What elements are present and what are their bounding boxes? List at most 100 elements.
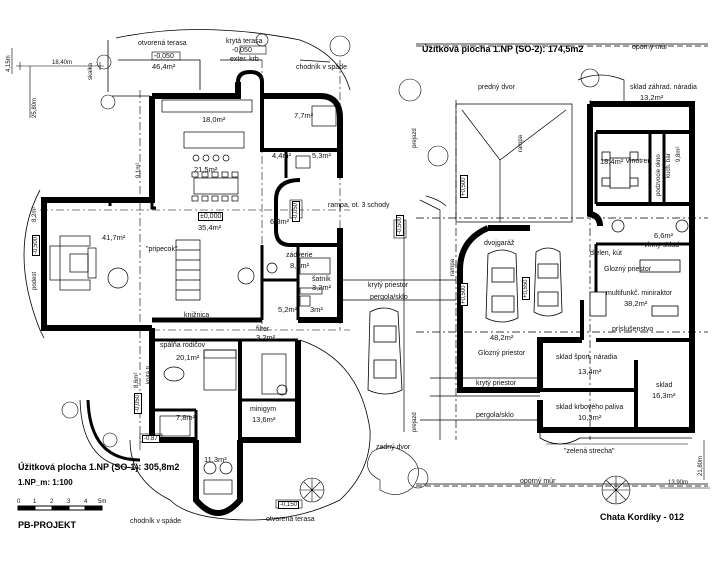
label-level-500: +0,500	[460, 175, 468, 198]
label-room-9: 9,1m²	[136, 162, 142, 178]
label-level-terrace-top: -0,050	[154, 53, 174, 60]
label-room-86: 8,6m²	[134, 372, 140, 388]
label-rampa: rampa, ot. 3 schody	[328, 202, 390, 209]
right-plan-title: Úžitková plocha 1.NP (SO-2): 174,5m2	[422, 44, 584, 54]
project-name: Chata Kordíky - 012	[600, 512, 685, 522]
label-spalna: spálňa rodičov	[160, 342, 206, 349]
label-room-32b: 3,2m²	[256, 333, 276, 342]
label-prislusenstvo: príslušenstvo	[612, 326, 654, 333]
label-predny-dvor: predný dvor	[478, 84, 515, 91]
scale-tick-2: 2	[50, 499, 54, 505]
label-chodnik-top: chodník v spáde	[296, 64, 347, 71]
label-glozny: Glozný priestor	[604, 266, 652, 273]
label-sklad-sport: sklad šport. náradia	[556, 354, 618, 361]
label-satnik: šatník	[312, 276, 331, 283]
label-zadny-dvor: zadný dvor	[376, 444, 411, 451]
car-left	[367, 307, 403, 395]
label-level-rampa: -0,500	[396, 214, 404, 236]
label-filter: filter	[256, 326, 270, 333]
label-room-201: 20,1m²	[176, 353, 200, 362]
label-multifunk: multifunkč. miniraktor	[606, 290, 673, 297]
label-level-8: -0,500	[32, 234, 40, 256]
dimension-lines	[11, 48, 710, 489]
scale-tick-4: 4	[84, 499, 88, 505]
label-pergola-right: pergola/sklo	[476, 412, 514, 419]
label-room-32a: 3,2m²	[312, 283, 332, 292]
label-kryta-terasa: krytá terasa	[226, 38, 263, 45]
scale-tick-1: 1	[33, 499, 37, 505]
scale-tick-0: 0	[17, 499, 21, 505]
label-level-550: +0,550	[522, 277, 530, 300]
label-podzemne-okno: podzvocie okno	[656, 154, 662, 196]
label-podest: podest	[32, 271, 38, 290]
label-prejazd-top: prejazd	[412, 128, 418, 148]
label-dim-left: 25,80m	[32, 97, 38, 118]
label-glozny-2: Glozný priestor	[478, 350, 526, 357]
label-level-bottom: -0,150	[278, 501, 300, 509]
label-room-44: 4,4m²	[272, 151, 292, 160]
label-room-kitchen: 18,0m²	[202, 115, 226, 124]
label-dim-right: 21,80m	[698, 455, 704, 476]
right-site-lines	[342, 43, 708, 487]
label-kniznica: knižnica	[184, 312, 210, 319]
label-dielen: dielen, kút	[590, 250, 622, 257]
label-area-132: 13,2m²	[640, 93, 664, 102]
label-room-78: 7,8m²	[176, 413, 196, 422]
label-room-136: 13,6m²	[252, 415, 276, 424]
label-kryty-priestor-left: krytý priestor	[368, 282, 409, 289]
scale-bar	[17, 505, 103, 511]
label-otvorena-terasa-top: otvorená terasa	[138, 40, 187, 47]
label-zelena-strecha: "zelená strecha"	[564, 448, 615, 455]
label-room-dining: 21,5m²	[194, 165, 218, 174]
label-exter-krb: exter. krb	[230, 56, 259, 63]
label-rampa-mid: rampa	[450, 258, 456, 276]
label-area-134: 13,4m²	[578, 367, 602, 376]
label-vinny-sklad: vínny sklad	[644, 242, 680, 249]
label-area-482: 48,2m²	[490, 333, 514, 342]
label-level-zero: ±0,000	[198, 212, 224, 221]
company-name: PB-PROJEKT	[18, 520, 77, 530]
label-level-86: -0,050	[134, 392, 142, 414]
label-dim-top: 18,40m	[52, 60, 73, 66]
label-prejazd-mid: prejazd	[412, 412, 418, 432]
label-rampa-top: rampa	[518, 134, 524, 152]
label-room-53: 5,3m²	[312, 151, 332, 160]
label-room-living: 35,4m²	[198, 223, 222, 232]
left-plan-title: Úžitková plocha 1.NP (SO-1): 305,8m2	[18, 462, 180, 472]
label-sklad-zahr: sklad záhrad. náradia	[630, 84, 697, 91]
level-boxes	[139, 45, 407, 509]
label-dim-bottom: 13,90m	[668, 480, 689, 486]
label-level-bottom-left: -0,87	[142, 435, 160, 443]
label-oporny-mur-bottom: oporný múr	[520, 478, 556, 485]
label-area-103: 10,3m²	[578, 413, 602, 422]
terraces	[23, 29, 371, 521]
label-pripecok: "pripecok"	[146, 246, 178, 253]
furniture-left	[49, 99, 337, 495]
right-furniture	[485, 151, 689, 323]
label-level-krb: -0,050	[232, 47, 252, 54]
label-room-3m: 3m²	[310, 305, 323, 314]
label-room-184: 18,4m²	[600, 157, 624, 166]
label-area-66: 6,6m²	[654, 231, 674, 240]
scale-tick-3: 3	[67, 499, 71, 505]
label-room-8: 8,2m²	[32, 206, 38, 222]
label-room-52: 5,2m²	[278, 305, 298, 314]
label-room-big: 41,7m²	[102, 233, 126, 242]
label-area-terrace-top: 46,4m²	[152, 62, 176, 71]
label-room-77: 7,7m²	[294, 111, 314, 120]
scale-tick-5m: 5m	[98, 499, 107, 505]
label-chodnik-bottom: chodník v spáde	[130, 518, 181, 525]
label-kuch-bar: kuch. bar	[666, 153, 672, 178]
label-skalka: skalka	[88, 62, 94, 80]
label-minigym: minigym	[250, 406, 277, 413]
label-kryta-tr: krytá tr.	[146, 364, 152, 384]
label-zadverie: zádverie	[286, 252, 313, 259]
label-level-mid: +0,500	[460, 283, 468, 306]
label-area-98: 9,8m²	[676, 146, 682, 162]
label-otvorena-terasa-bottom: otvorená terasa	[266, 516, 315, 523]
label-area-163: 16,3m²	[652, 391, 676, 400]
label-dim-small: 4,15m	[6, 55, 12, 72]
label-pergola-left: pergola/sklo	[370, 294, 408, 301]
trees	[61, 33, 631, 505]
